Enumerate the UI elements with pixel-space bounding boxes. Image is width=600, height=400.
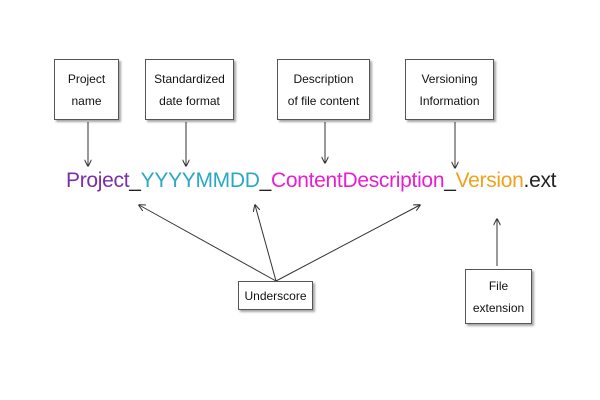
versioning-box: Versioning Information — [405, 59, 494, 120]
date-format-box: Standardized date format — [145, 59, 234, 120]
arrow-underscore-2 — [255, 205, 277, 282]
arrow-underscore-3 — [275, 205, 420, 282]
filename-separator-3: _ — [444, 169, 456, 192]
arrow-underscore-1 — [139, 205, 277, 282]
filename-content: ContentDescription — [271, 169, 445, 192]
filename-extension: .ext — [523, 169, 557, 192]
file-extension-label: File extension — [472, 278, 525, 315]
project-name-box: Project name — [54, 59, 119, 120]
underscore-box: Underscore — [238, 281, 313, 310]
underscore-label: Underscore — [244, 288, 307, 303]
description-label: Description of file content — [287, 71, 360, 108]
filename-separator-1: _ — [129, 169, 141, 192]
filename-project: Project — [66, 169, 130, 192]
versioning-label: Versioning Information — [419, 71, 480, 108]
date-format-label: Standardized date format — [154, 71, 225, 108]
project-name-label: Project name — [67, 71, 106, 108]
file-extension-box: File extension — [465, 269, 532, 324]
filename-date: YYYYMMDD — [140, 169, 260, 192]
filename-example: Project_YYYYMMDD_ContentDescription_Vers… — [66, 167, 557, 195]
filename-version: Version — [455, 169, 524, 192]
description-box: Description of file content — [277, 59, 370, 120]
filename-separator-2: _ — [259, 169, 272, 192]
